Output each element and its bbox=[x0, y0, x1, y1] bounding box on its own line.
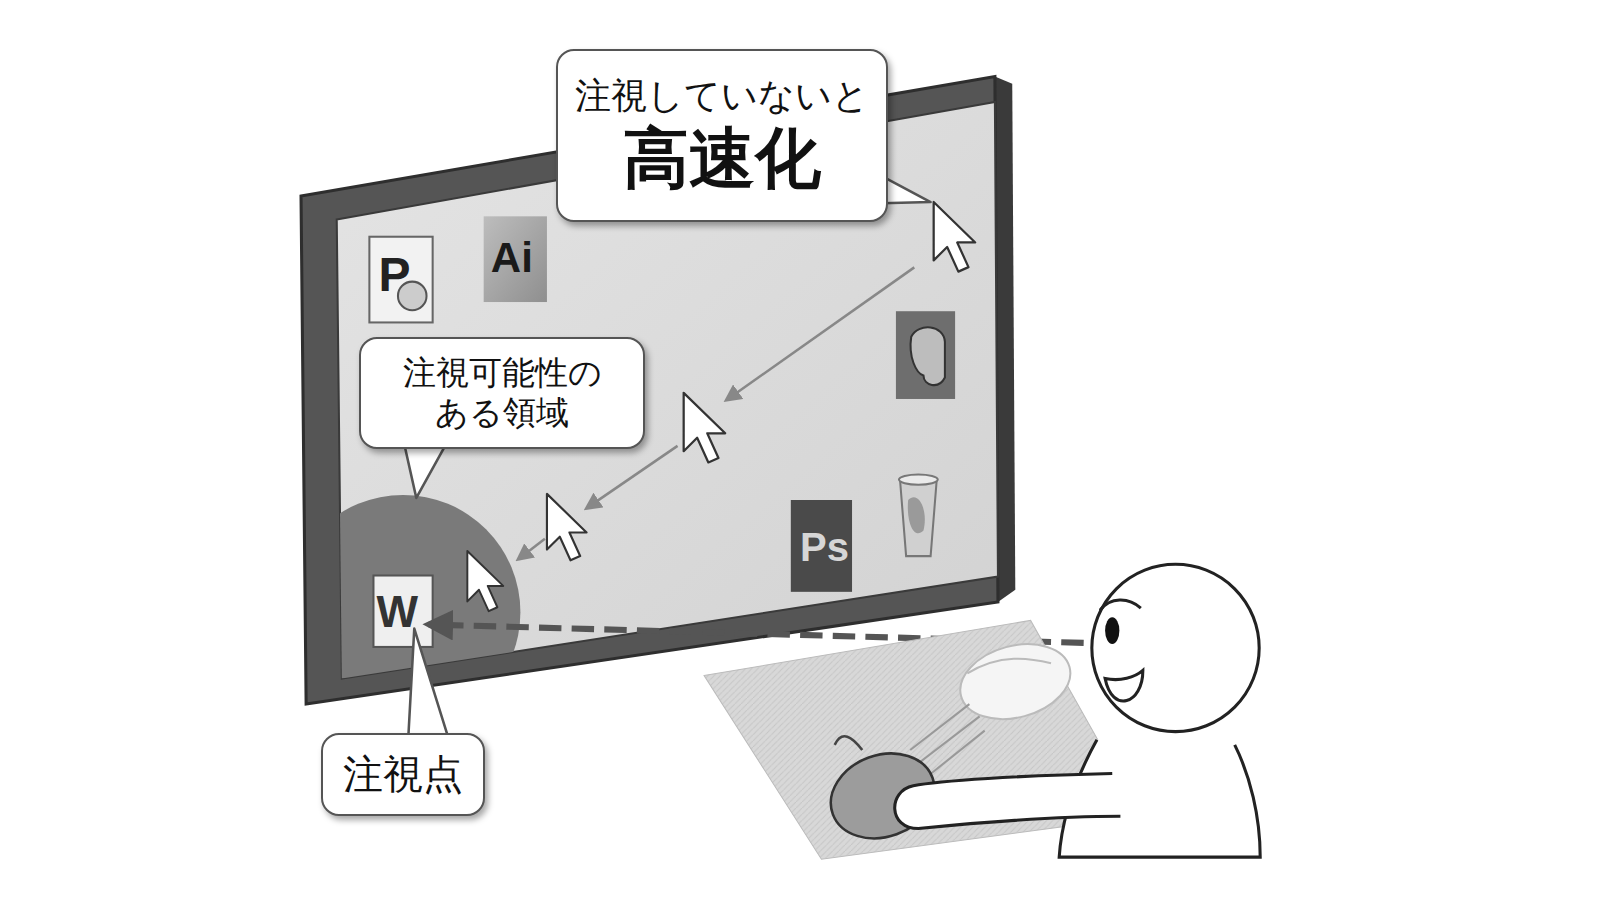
callout-bubble: 注視可能性の ある領域 bbox=[359, 337, 645, 449]
person bbox=[895, 564, 1260, 857]
icon-letter: Ps bbox=[800, 527, 849, 567]
callout-text: 注視点 bbox=[343, 750, 463, 798]
callout-bubble: 注視していないと高速化 bbox=[556, 49, 888, 222]
callout-text: 注視していないと bbox=[575, 74, 869, 117]
callout-emphasis: 高速化 bbox=[623, 119, 821, 198]
icon-letter: W bbox=[377, 590, 419, 634]
app-icons bbox=[369, 216, 955, 647]
callout-bubble: 注視点 bbox=[321, 733, 484, 817]
icon-letter: Ai bbox=[491, 237, 533, 279]
icon-letter: P bbox=[379, 251, 411, 299]
callout-text: 注視可能性の ある領域 bbox=[383, 353, 621, 432]
